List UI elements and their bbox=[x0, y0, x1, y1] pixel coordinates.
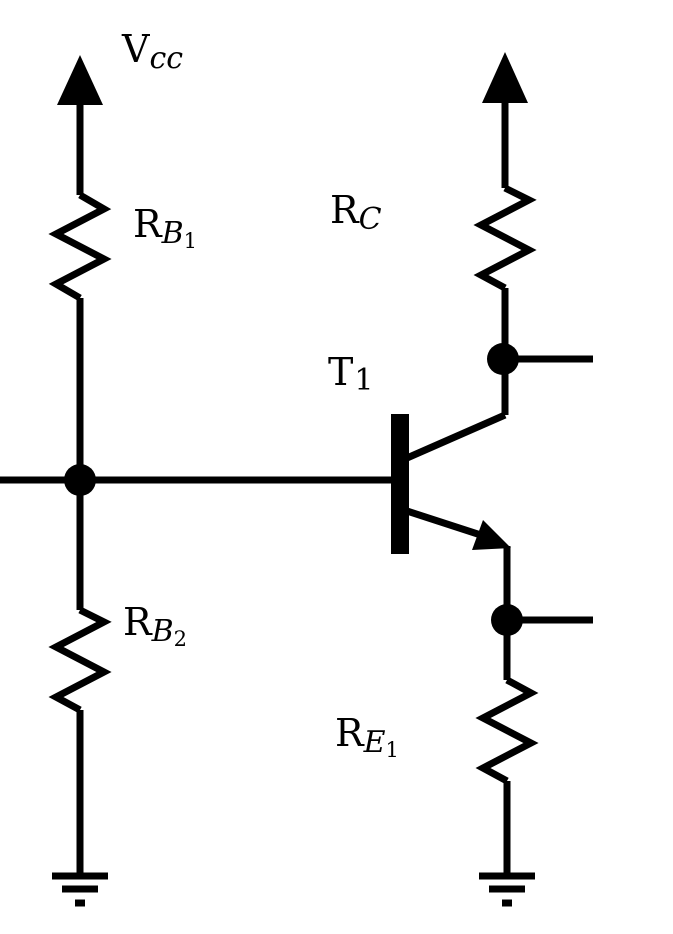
transistor-base-bar bbox=[391, 414, 409, 554]
transistor-t1 bbox=[391, 411, 511, 680]
vcc-supply-arrow-right bbox=[482, 52, 528, 103]
ground-icon-left bbox=[52, 872, 108, 907]
ground-icon-right bbox=[479, 872, 535, 907]
emitter-arrow-icon bbox=[472, 520, 511, 550]
resistor-rb2 bbox=[48, 606, 112, 714]
resistor-re1 bbox=[475, 676, 539, 785]
transistor-emitter-lead bbox=[405, 507, 492, 542]
label-re1: RE1 bbox=[335, 711, 399, 762]
resistor-rb1 bbox=[48, 191, 112, 302]
label-rb1: RB1 bbox=[133, 202, 197, 253]
vcc-supply-arrow-left bbox=[57, 55, 103, 105]
label-t1: T1 bbox=[328, 350, 373, 398]
transistor-collector-lead bbox=[405, 411, 507, 462]
label-rb2: RB2 bbox=[123, 600, 187, 651]
label-vcc: Vcc bbox=[121, 27, 183, 76]
label-rc: RC bbox=[330, 188, 382, 237]
resistor-rc bbox=[473, 184, 537, 292]
